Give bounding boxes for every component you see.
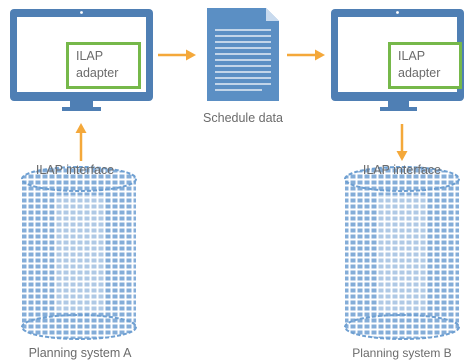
interface-label-a: ILAP interface xyxy=(36,163,114,177)
system-label-b: Planning system B xyxy=(352,346,451,360)
arrow-interface-to-adapter-a xyxy=(75,123,87,161)
schedule-data-label: Schedule data xyxy=(203,111,283,125)
monitor-a-stand xyxy=(62,107,101,111)
adapter-b-line2: adapter xyxy=(398,66,440,80)
monitor-b-neck xyxy=(388,101,409,108)
database-b-icon xyxy=(344,166,460,340)
adapter-box-b: ILAP adapter xyxy=(388,42,462,89)
monitor-a-neck xyxy=(70,101,93,108)
adapter-a-line1: ILAP xyxy=(76,49,103,63)
database-a-icon xyxy=(21,166,137,340)
system-label-a: Planning system A xyxy=(29,346,132,360)
monitor-b-stand xyxy=(380,107,417,111)
adapter-a-line2: adapter xyxy=(76,66,118,80)
monitor-b-camera xyxy=(396,11,399,14)
document-icon xyxy=(207,8,279,101)
adapter-b-border xyxy=(388,42,462,89)
adapter-box-a: ILAP adapter xyxy=(66,42,141,89)
arrow-adapter-to-interface-b xyxy=(396,124,408,161)
interface-label-b: ILAP interface xyxy=(363,163,441,177)
arrow-document-to-b xyxy=(287,49,325,61)
adapter-a-border xyxy=(66,42,141,89)
monitor-a-camera xyxy=(80,11,83,14)
adapter-b-line1: ILAP xyxy=(398,49,425,63)
arrow-a-to-document xyxy=(158,49,196,61)
